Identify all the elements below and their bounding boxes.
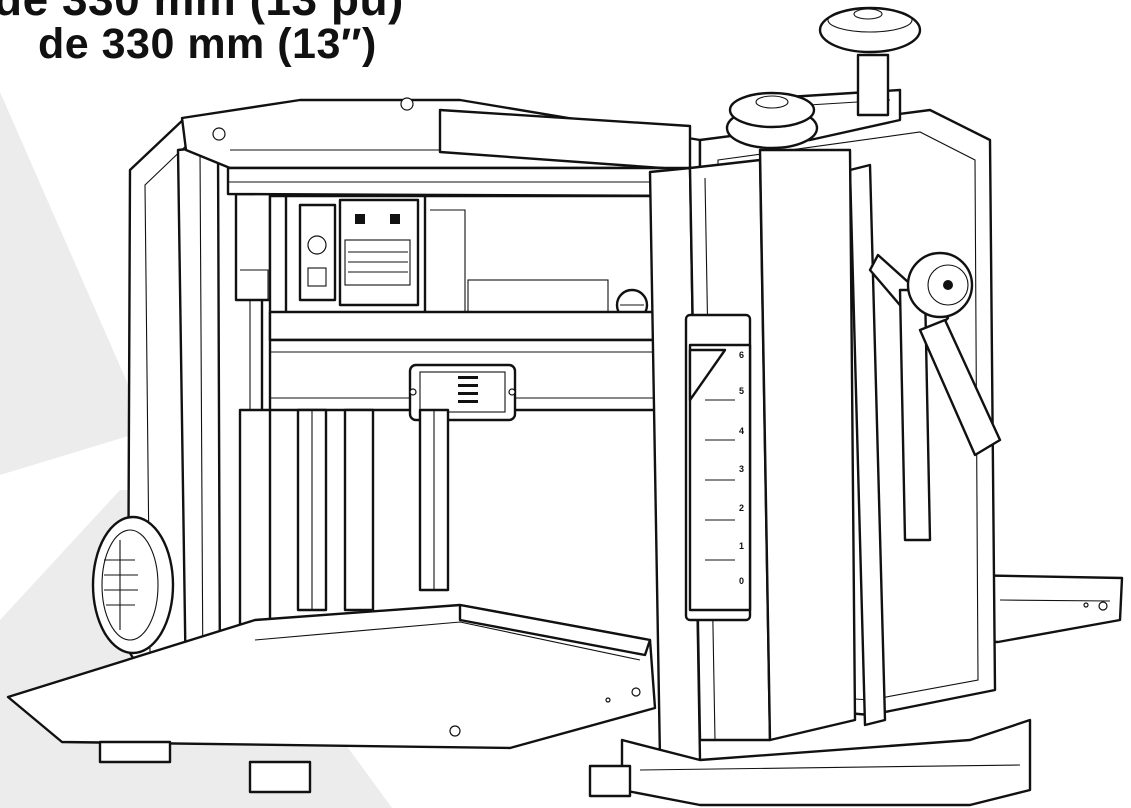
scale-label: 2 xyxy=(739,503,744,513)
top-frame xyxy=(180,97,702,198)
scale-label: 1 xyxy=(739,541,744,551)
depth-dial xyxy=(91,515,175,655)
scale-label: 0 xyxy=(739,576,744,586)
scale-label: 4 xyxy=(739,426,744,436)
cutter-head-carriage xyxy=(268,194,692,422)
scale-label: 5 xyxy=(739,386,744,396)
side-lock-lever xyxy=(868,251,1002,542)
document-title-line-2: de 330 mm (13″) xyxy=(38,20,377,68)
base-foot xyxy=(588,718,1032,807)
scale-label: 3 xyxy=(739,464,744,474)
left-side-housing xyxy=(126,110,272,694)
background-triangle-upper xyxy=(0,92,148,475)
height-crank xyxy=(725,6,922,150)
depth-scale: 6 5 4 3 2 1 0 xyxy=(684,313,752,622)
scale-label: 6 xyxy=(739,350,744,360)
document-title-line-1: de 330 mm (13 pu) xyxy=(0,0,404,26)
infeed-table xyxy=(6,603,657,794)
